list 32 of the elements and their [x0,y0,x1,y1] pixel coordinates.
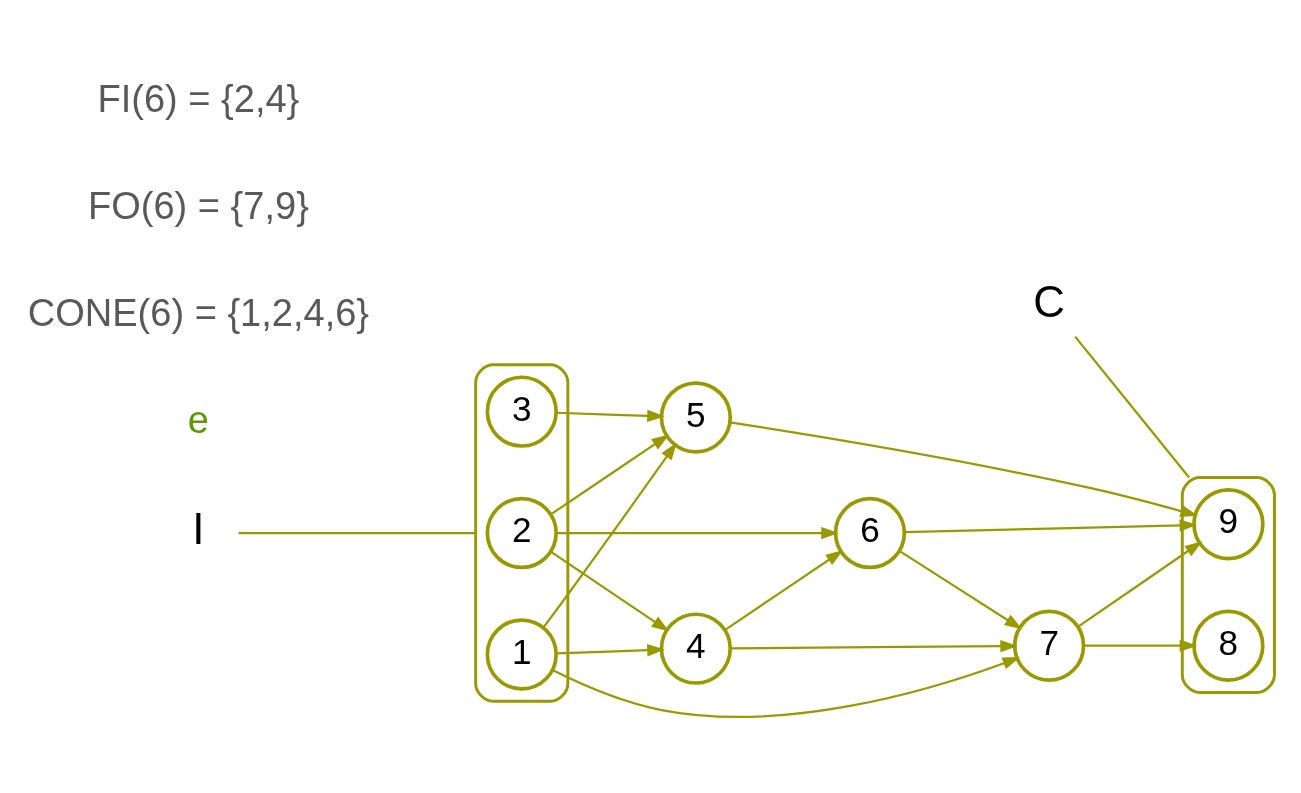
arrow [550,434,670,516]
arrow [556,644,665,657]
label: e [187,398,210,441]
arrow [730,639,1018,653]
arrow [550,550,670,632]
arrow [1077,541,1203,628]
arrow [724,550,844,631]
node-circle: 7 [1012,609,1086,682]
node-circle: 5 [659,381,733,454]
arrow [898,549,1023,630]
node-circle: 8 [1192,609,1265,682]
arrow [551,657,1021,718]
arrow [729,421,1198,518]
arrow [542,442,677,629]
connector [238,531,476,535]
node-circle: 4 [659,612,733,685]
cluster [474,363,570,703]
label: FI(6) = {2,4} [97,78,300,121]
label: FO(6) = {7,9} [88,184,309,227]
node-circle: 9 [1192,488,1265,561]
arrow [904,519,1198,534]
node-circle: 6 [833,496,907,570]
node-circle: 1 [485,618,558,691]
arrow [556,409,665,422]
node-text: I [192,504,205,554]
label: CONE(6) = {1,2,4,6} [27,291,370,334]
connector [1074,335,1190,479]
arrow [1083,639,1198,652]
arrow [556,526,839,540]
node-circle: 3 [485,375,558,448]
node-circle: 2 [485,496,558,570]
node-text: C [1033,277,1066,327]
